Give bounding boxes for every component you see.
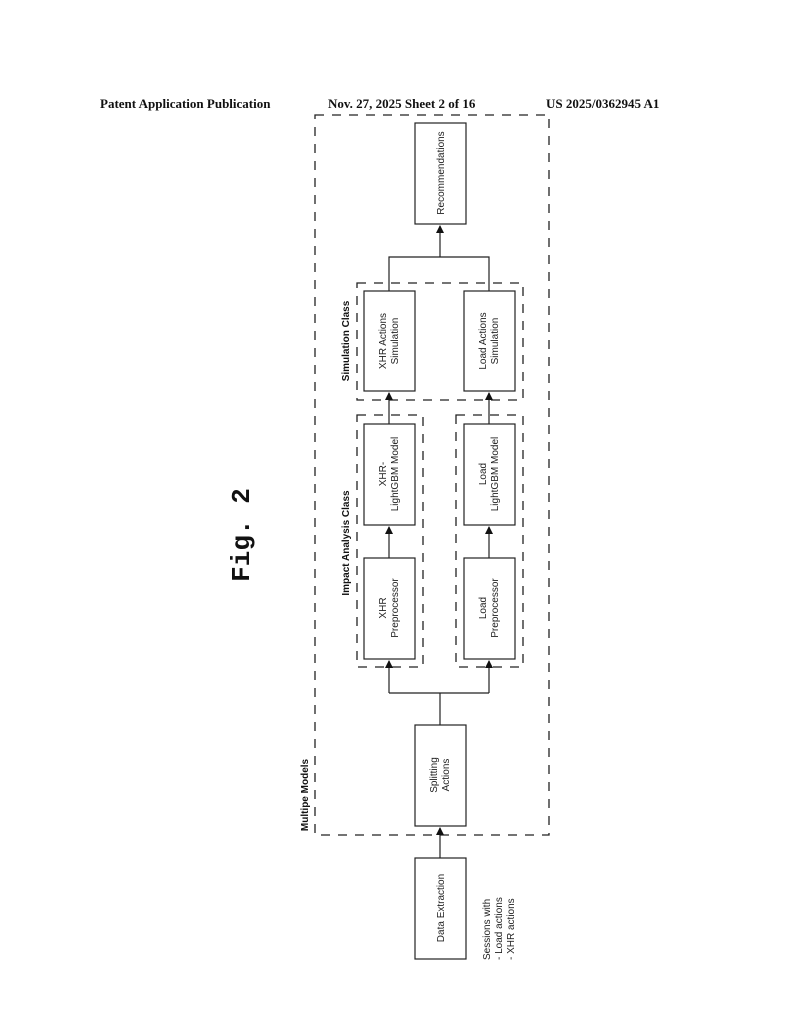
multiple-models-group	[314, 114, 550, 836]
note-line: - Load actions	[494, 897, 505, 960]
box-label: Load	[478, 597, 489, 619]
load-simulation-box: Load Actions Simulation	[463, 290, 516, 392]
note-line: Sessions with	[482, 899, 493, 960]
xhr-simulation-box: XHR Actions Simulation	[363, 290, 416, 392]
recommendations-box: Recommendations	[414, 122, 467, 225]
impact-analysis-label: Impact Analysis Class	[341, 490, 352, 596]
box-label: Actions	[441, 759, 452, 792]
box-label: Preprocessor	[390, 578, 401, 638]
xhr-preprocessor-box: XHR Preprocessor	[363, 557, 416, 660]
header-number: US 2025/0362945 A1	[546, 96, 659, 111]
splitting-actions-box: Splitting Actions	[414, 724, 467, 827]
data-extraction-box: Data Extraction	[414, 857, 467, 960]
header-publication: Patent Application Publication	[100, 96, 271, 111]
note-line: - XHR actions	[506, 898, 517, 960]
box-label: Data Extraction	[436, 874, 447, 942]
header-date-sheet: Nov. 27, 2025 Sheet 2 of 16	[328, 96, 476, 111]
box-label: LightGBM Model	[390, 437, 401, 511]
multiple-models-label: Multipe Models	[300, 758, 311, 831]
load-lightgbm-model-box: Load LightGBM Model	[463, 423, 516, 526]
box-label: Simulation	[390, 318, 401, 365]
impact-analysis-xhr-group	[356, 414, 424, 668]
box-label: Splitting	[429, 757, 440, 793]
box-label: XHR Actions	[378, 313, 389, 369]
box-label: Recommendations	[436, 131, 447, 214]
simulation-class-label: Simulation Class	[341, 300, 352, 381]
box-label: Preprocessor	[490, 578, 501, 638]
merge-line	[388, 256, 490, 291]
box-label: XHR	[378, 597, 389, 618]
figure-label: Fig. 2	[227, 488, 257, 582]
box-label: LightGBM Model	[490, 437, 501, 511]
box-label: Load	[478, 463, 489, 485]
box-label: XHR-	[378, 462, 389, 486]
box-label: Simulation	[490, 318, 501, 365]
xhr-lightgbm-model-box: XHR- LightGBM Model	[363, 423, 416, 526]
input-note: Sessions with - Load actions - XHR actio…	[482, 897, 517, 960]
impact-analysis-load-group	[455, 414, 524, 668]
load-preprocessor-box: Load Preprocessor	[463, 557, 516, 660]
box-label: Load Actions	[478, 312, 489, 369]
simulation-class-group	[356, 282, 524, 401]
